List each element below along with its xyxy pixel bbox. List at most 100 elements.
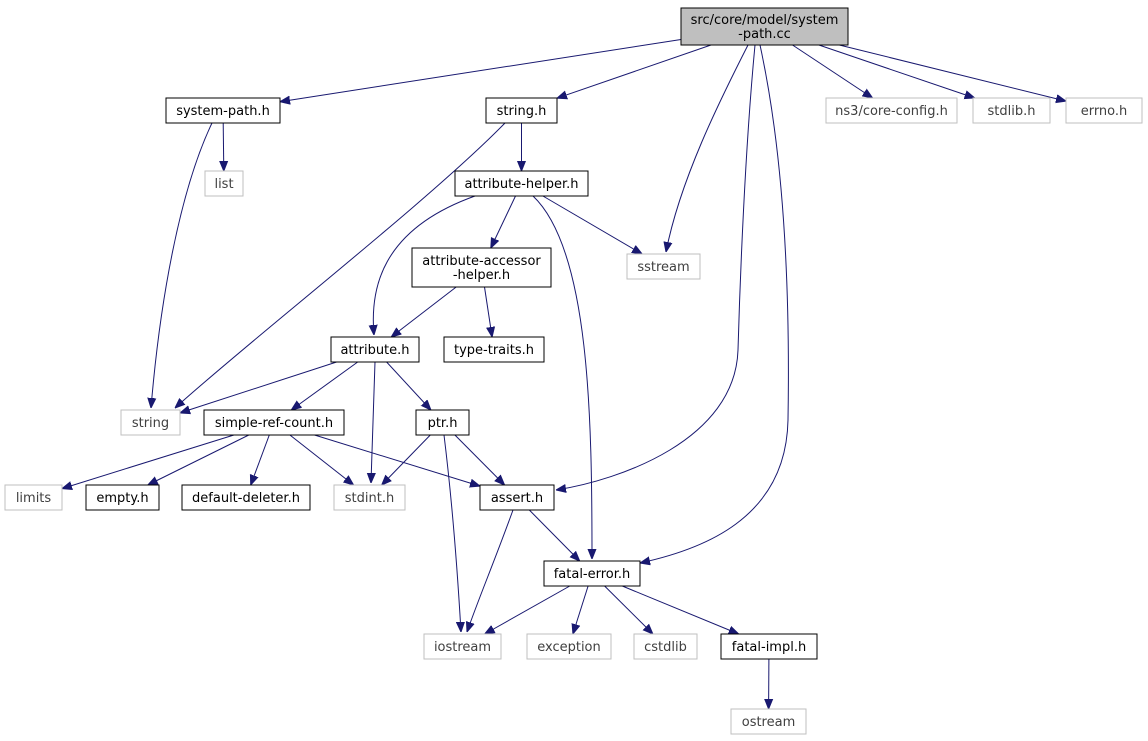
node-box bbox=[633, 633, 698, 660]
edge-assert-h-to-iostream bbox=[467, 509, 514, 632]
node-string: string bbox=[120, 409, 181, 436]
node-simple-ref-count-h[interactable]: simple-ref-count.h bbox=[203, 409, 345, 436]
node-label: ptr.h bbox=[428, 416, 458, 431]
node-label: system-path.h bbox=[176, 104, 270, 119]
node-label: sstream bbox=[637, 260, 689, 275]
node-box bbox=[485, 97, 558, 124]
node-box bbox=[85, 484, 160, 511]
node-box bbox=[333, 484, 406, 511]
node-label: assert.h bbox=[491, 491, 543, 506]
node-string-h[interactable]: string.h bbox=[485, 97, 558, 124]
edge-simple-ref-count-h-to-assert-h bbox=[314, 434, 481, 486]
edge-attribute-h-to-simple-ref-count-h bbox=[291, 361, 358, 410]
node-box bbox=[443, 336, 545, 363]
node-box bbox=[479, 484, 555, 511]
node-box bbox=[720, 633, 818, 660]
edge-attribute-helper-h-to-sstream bbox=[542, 195, 642, 254]
node-box bbox=[626, 253, 701, 280]
node-box bbox=[165, 97, 281, 124]
node-label: errno.h bbox=[1081, 104, 1128, 119]
node-box bbox=[543, 560, 641, 587]
node-box bbox=[825, 97, 958, 124]
node-box bbox=[972, 97, 1051, 124]
node-label: attribute-accessor bbox=[422, 254, 541, 269]
node-attribute-helper-h[interactable]: attribute-helper.h bbox=[454, 170, 589, 197]
node-label: cstdlib bbox=[644, 640, 687, 655]
edge-root-to-system-path-h bbox=[280, 39, 682, 102]
node-label: exception bbox=[537, 640, 601, 655]
edge-simple-ref-count-h-to-empty-h bbox=[148, 434, 250, 485]
node-label: string bbox=[132, 416, 169, 431]
node-label: src/core/model/system bbox=[691, 13, 839, 28]
node-attribute-accessor-helper-h[interactable]: attribute-accessor-helper.h bbox=[411, 247, 552, 288]
edge-root-to-errno-h bbox=[839, 44, 1066, 101]
edge-root-to-assert-h bbox=[556, 44, 756, 490]
node-label: fatal-impl.h bbox=[732, 640, 806, 655]
node-box bbox=[423, 633, 502, 660]
node-attribute-h[interactable]: attribute.h bbox=[330, 336, 420, 363]
edge-attribute-helper-h-to-attribute-h bbox=[373, 195, 476, 335]
node-box bbox=[415, 409, 470, 436]
edge-attribute-helper-h-to-attribute-accessor-helper-h bbox=[491, 195, 516, 248]
nodes-layer: src/core/model/system-path.cc system-path… bbox=[4, 7, 1143, 735]
node-label: fatal-error.h bbox=[554, 567, 631, 582]
edge-fatal-error-h-to-fatal-impl-h bbox=[622, 585, 738, 634]
node-type-traits-h[interactable]: type-traits.h bbox=[443, 336, 545, 363]
edge-ptr-h-to-assert-h bbox=[454, 434, 505, 485]
node-ptr-h[interactable]: ptr.h bbox=[415, 409, 470, 436]
node-box bbox=[454, 170, 589, 197]
node-label: -path.cc bbox=[738, 27, 791, 42]
node-limits: limits bbox=[4, 484, 63, 511]
node-box bbox=[204, 170, 244, 197]
node-fatal-impl-h[interactable]: fatal-impl.h bbox=[720, 633, 818, 660]
edge-ptr-h-to-stdint-h bbox=[382, 434, 431, 485]
edge-simple-ref-count-h-to-stdint-h bbox=[289, 434, 354, 485]
node-label: default-deleter.h bbox=[192, 491, 300, 506]
node-label: limits bbox=[16, 491, 52, 506]
node-exception: exception bbox=[526, 633, 612, 660]
edge-simple-ref-count-h-to-default-deleter-h bbox=[251, 434, 270, 485]
node-box bbox=[120, 409, 181, 436]
node-box bbox=[680, 7, 849, 46]
node-label: iostream bbox=[434, 640, 491, 655]
node-label: -helper.h bbox=[453, 268, 510, 283]
node-label: stdlib.h bbox=[988, 104, 1036, 119]
node-empty-h[interactable]: empty.h bbox=[85, 484, 160, 511]
edge-fatal-error-h-to-exception bbox=[573, 585, 589, 634]
node-ns3-core-config: ns3/core-config.h bbox=[825, 97, 958, 124]
node-box bbox=[526, 633, 612, 660]
node-label: ostream bbox=[742, 715, 796, 730]
edge-assert-h-to-fatal-error-h bbox=[528, 509, 579, 561]
node-iostream: iostream bbox=[423, 633, 502, 660]
node-label: list bbox=[214, 177, 233, 192]
node-cstdlib: cstdlib bbox=[633, 633, 698, 660]
node-box bbox=[1065, 97, 1143, 124]
node-sstream: sstream bbox=[626, 253, 701, 280]
node-ostream: ostream bbox=[730, 708, 807, 735]
node-label: empty.h bbox=[96, 491, 148, 506]
edge-string-h-to-string bbox=[175, 122, 506, 408]
node-label: type-traits.h bbox=[454, 343, 534, 358]
node-box bbox=[203, 409, 345, 436]
edge-root-to-fatal-error-h bbox=[640, 44, 789, 563]
node-box bbox=[181, 484, 311, 511]
node-box bbox=[730, 708, 807, 735]
node-list: list bbox=[204, 170, 244, 197]
node-label: simple-ref-count.h bbox=[215, 416, 333, 431]
node-default-deleter-h[interactable]: default-deleter.h bbox=[181, 484, 311, 511]
node-label: attribute-helper.h bbox=[464, 177, 578, 192]
node-root[interactable]: src/core/model/system-path.cc bbox=[680, 7, 849, 46]
edge-attribute-accessor-helper-h-to-type-traits-h bbox=[484, 286, 493, 337]
edge-attribute-h-to-stdint-h bbox=[371, 361, 375, 483]
edge-fatal-error-h-to-cstdlib bbox=[604, 585, 653, 634]
node-assert-h[interactable]: assert.h bbox=[479, 484, 555, 511]
node-stdint-h: stdint.h bbox=[333, 484, 406, 511]
node-box bbox=[4, 484, 63, 511]
node-system-path-h[interactable]: system-path.h bbox=[165, 97, 281, 124]
node-label: ns3/core-config.h bbox=[835, 104, 948, 119]
edge-attribute-h-to-string bbox=[180, 361, 337, 413]
node-fatal-error-h[interactable]: fatal-error.h bbox=[543, 560, 641, 587]
edge-attribute-h-to-ptr-h bbox=[386, 361, 431, 410]
node-box bbox=[411, 247, 552, 288]
edge-ptr-h-to-iostream bbox=[443, 434, 461, 632]
